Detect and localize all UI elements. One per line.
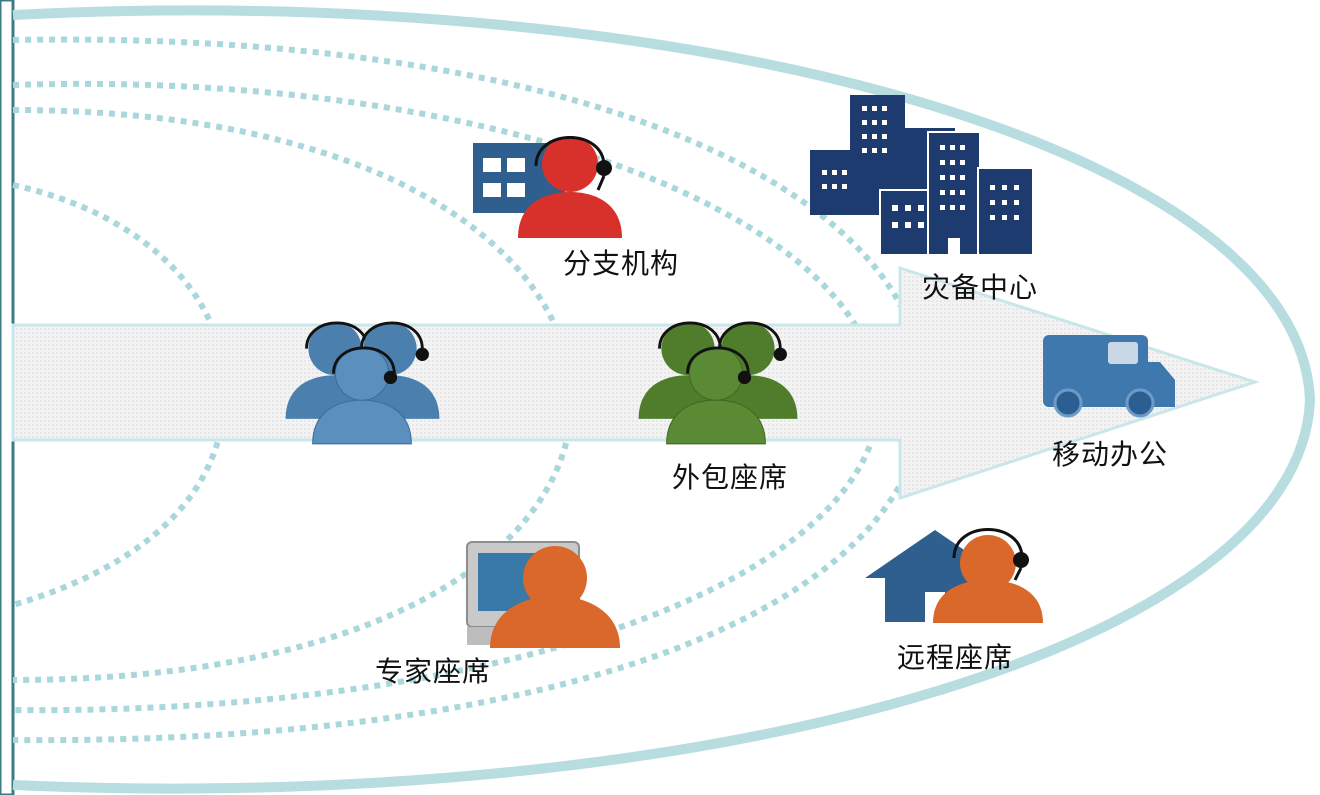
delivery-truck-icon (1043, 335, 1175, 418)
headset-agent-icon (666, 346, 766, 445)
label-mobile-office: 移动办公 (1052, 438, 1169, 471)
headset-agent-icon (340, 321, 440, 419)
label-disaster-recovery: 灾备中心 (922, 271, 1039, 304)
headset-agent-icon (312, 346, 412, 445)
agent-group-green (638, 321, 798, 445)
headset-agent-icon (933, 528, 1043, 623)
label-branch: 分支机构 (563, 247, 680, 280)
label-remote-seats: 远程座席 (897, 641, 1014, 674)
dotted-ring-outer (12, 36, 929, 744)
label-expert-seats: 专家座席 (375, 655, 492, 688)
headset-agent-icon (518, 136, 622, 238)
label-outsourced-seats: 外包座席 (672, 461, 789, 494)
outer-ring (12, 5, 1316, 794)
agent-group-blue (285, 321, 440, 445)
headset-agent-icon (490, 546, 620, 648)
city-buildings-icon (810, 95, 1034, 256)
left-border-bar (0, 0, 15, 795)
headset-agent-icon (698, 321, 798, 419)
headset-agent-icon (638, 321, 738, 419)
